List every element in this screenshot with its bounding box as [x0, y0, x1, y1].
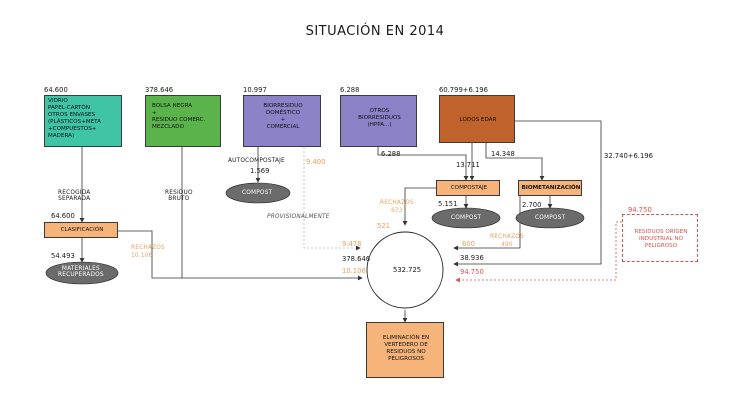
- biometanizacion-box: BIOMETANIZACIÓN: [518, 180, 582, 196]
- eliminacion-text: ELIMINACIÓN EN VERTEDERO DE RESIDUOS NO …: [382, 335, 430, 362]
- autocompostaje-value: 1.569: [250, 167, 270, 175]
- bolsa-value: 378.646: [145, 86, 174, 94]
- biorresiduo-text: BIORRESIDUO DOMÉSTICO + COMERCIAL: [263, 103, 303, 130]
- bolsa-box: BOLSA NEGRA + RESIDUO COMERC. MEZCLADO: [145, 95, 221, 147]
- vidrio-text: VIDRIO PAPEL-CARTÓN OTROS ENVASES (PLÁST…: [48, 98, 101, 139]
- arrow-rechazos-central: [118, 230, 363, 281]
- eliminacion-box: ELIMINACIÓN EN VERTEDERO DE RESIDUOS NO …: [366, 322, 444, 378]
- central-circle: [366, 231, 444, 309]
- bolsa-text: BOLSA NEGRA + RESIDUO COMERC. MEZCLADO: [152, 103, 206, 130]
- vidrio-box: VIDRIO PAPEL-CARTÓN OTROS ENVASES (PLÁST…: [44, 95, 122, 147]
- value-13711: 13.711: [456, 161, 480, 169]
- recogida-label: RECOGIDA SEPARADA: [58, 190, 91, 202]
- industrial-box: RESIDUOS ORIGEN INDUSTRIAL NO PELIGROSO: [622, 214, 698, 262]
- arrow-otros-compostaje: [377, 147, 469, 181]
- lodos-box: LODOS EDAR: [439, 95, 515, 143]
- otros-text: OTROS BIORRESIDUOS (HPPA...): [358, 108, 401, 128]
- biorresiduo-value: 10.997: [243, 86, 267, 94]
- value-9400: 9.400: [306, 158, 326, 166]
- vidrio-value: 64.600: [44, 86, 68, 94]
- provisionalmente-label: PROVISIONALMENTE: [267, 214, 330, 220]
- value-521: 521: [377, 222, 390, 230]
- central-value: 532.725: [393, 266, 422, 274]
- value-600: 600: [462, 240, 475, 248]
- otros-value: 6.288: [340, 86, 360, 94]
- value-6288: 6.288: [381, 150, 401, 158]
- biorresiduo-box: BIORRESIDUO DOMÉSTICO + COMERCIAL: [243, 95, 321, 147]
- value-94750-red: 94.750: [628, 206, 652, 214]
- arrow-lodos-central: [453, 120, 602, 267]
- autocompostaje-label: AUTOCOMPOSTAJE: [228, 158, 285, 164]
- value-54493: 54.493: [51, 252, 75, 260]
- clasificacion-text: CLASIFICACIÓN: [60, 227, 104, 233]
- value-10106: 10.106: [342, 267, 366, 275]
- value-94750: 94.750: [460, 268, 484, 276]
- arrow-lodos-biomet: [485, 143, 545, 181]
- value-14348: 14.348: [491, 150, 515, 158]
- compost-ellipse-1: [225, 182, 291, 204]
- clasificacion-box: CLASIFICACIÓN: [44, 222, 118, 238]
- arrow-provisionalmente: [303, 147, 361, 251]
- compost-ellipse-3: [515, 207, 585, 229]
- page-title: SITUACIÓN EN 2014: [305, 24, 445, 39]
- rechazos-c-label: RECHAZOS 490: [490, 234, 524, 248]
- value-32740: 32.740+6.196: [604, 152, 653, 160]
- value-64600: 64.600: [51, 212, 75, 220]
- otros-box: OTROS BIORRESIDUOS (HPPA...): [340, 95, 417, 147]
- rechazos-a-label: RECHAZOS 10.106: [131, 245, 165, 259]
- compost-2-label: COMPOST: [451, 215, 482, 221]
- value-378646: 378.646: [342, 255, 371, 263]
- compost-3-label: COMPOST: [535, 215, 566, 221]
- compostaje-box: COMPOSTAJE: [436, 180, 500, 196]
- lodos-value: 60.799+6.196: [439, 86, 488, 94]
- arrow-industrial-central: [455, 221, 622, 283]
- arrow-compostaje-rechazos: [402, 187, 436, 226]
- value-38936: 38.936: [460, 254, 484, 262]
- biometanizacion-text: BIOMETANIZACIÓN: [521, 185, 581, 191]
- rechazos-b-label: RECHAZOS 673: [380, 200, 414, 214]
- materiales-ellipse: [45, 261, 119, 285]
- materiales-label: MATERIALES RECUPERADOS: [58, 266, 104, 278]
- value-2700: 2.700: [522, 201, 542, 209]
- value-9478: 9.478: [342, 240, 362, 248]
- compost-ellipse-2: [431, 207, 501, 229]
- compostaje-text: COMPOSTAJE: [450, 185, 488, 191]
- value-5151: 5.151: [438, 200, 458, 208]
- industrial-text: RESIDUOS ORIGEN INDUSTRIAL NO PELIGROSO: [634, 229, 688, 249]
- lodos-text: LODOS EDAR: [459, 117, 497, 123]
- compost-1-label: COMPOST: [242, 190, 273, 196]
- residuo-bruto-label: RESIDUO BRUTO: [165, 190, 193, 202]
